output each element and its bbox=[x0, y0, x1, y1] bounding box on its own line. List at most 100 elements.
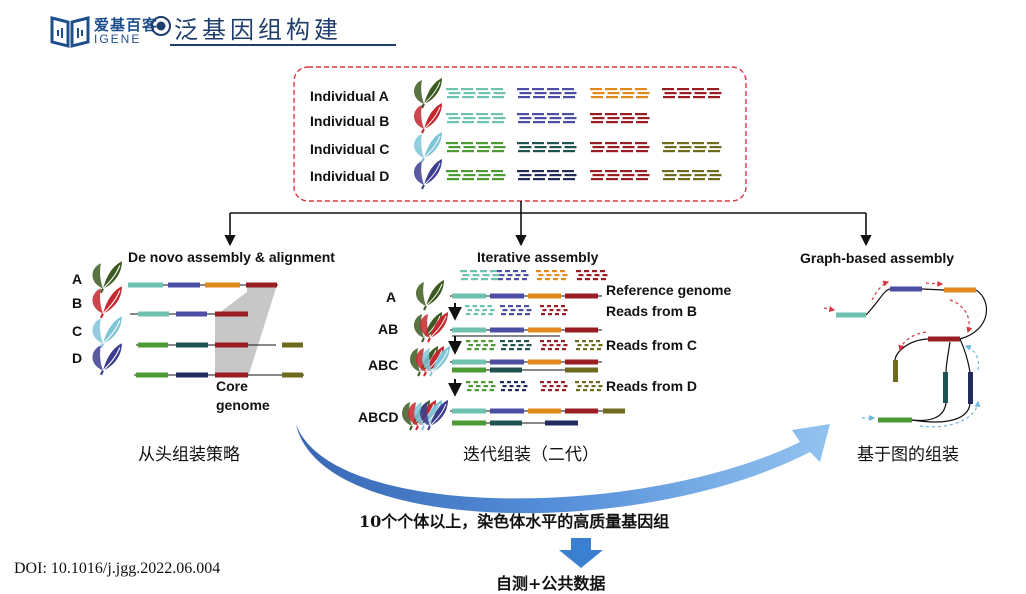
read-dash bbox=[598, 344, 603, 347]
read-dash bbox=[500, 340, 505, 343]
read-dash bbox=[598, 385, 603, 388]
read-dash bbox=[678, 178, 690, 181]
read-dash bbox=[591, 121, 603, 124]
leaf-vein bbox=[102, 347, 121, 371]
denovo-label-d: D bbox=[72, 350, 83, 366]
read-dash bbox=[553, 278, 558, 281]
iterative-segment bbox=[528, 327, 561, 333]
read-dash bbox=[590, 142, 602, 145]
leaf-vein bbox=[102, 265, 121, 289]
read-dash bbox=[461, 142, 473, 145]
read-dash bbox=[477, 96, 489, 99]
leaf-right bbox=[424, 159, 442, 185]
read-dash bbox=[447, 150, 459, 153]
read-dash bbox=[622, 117, 635, 120]
read-dash bbox=[480, 305, 485, 308]
read-dash bbox=[524, 305, 529, 308]
read-dash bbox=[590, 348, 594, 351]
read-dash bbox=[677, 88, 689, 91]
denovo-segment bbox=[176, 311, 207, 317]
read-dash bbox=[541, 389, 545, 392]
read-dash bbox=[589, 340, 593, 343]
read-dash bbox=[488, 313, 493, 316]
read-dash bbox=[481, 381, 486, 384]
read-dash bbox=[446, 142, 458, 145]
iterative-segment bbox=[528, 408, 561, 414]
iterative-title: Iterative assembly bbox=[477, 249, 599, 265]
read-dash bbox=[476, 385, 481, 388]
leaf-vein bbox=[102, 320, 121, 344]
leaf-left bbox=[414, 105, 424, 129]
read-dash bbox=[534, 146, 547, 149]
leaf-vein bbox=[423, 315, 441, 339]
read-dash bbox=[621, 121, 633, 124]
individual-label-b: Individual B bbox=[310, 113, 390, 129]
iterative-label-abc: ABC bbox=[368, 357, 399, 373]
individual-leaf-icon bbox=[414, 78, 442, 109]
denovo-segment bbox=[136, 372, 168, 378]
read-dash bbox=[476, 170, 488, 173]
read-dash bbox=[541, 348, 545, 351]
leaf-stem bbox=[427, 337, 431, 343]
read-dash bbox=[482, 274, 490, 277]
iterative-read-cluster bbox=[540, 340, 568, 351]
leaf-left bbox=[402, 402, 412, 426]
read-dash bbox=[607, 117, 620, 120]
read-dash bbox=[499, 274, 505, 277]
read-dash bbox=[679, 92, 692, 95]
read-dash bbox=[664, 174, 677, 177]
read-dash bbox=[448, 146, 461, 149]
read-dash bbox=[707, 88, 719, 91]
graph-node bbox=[893, 360, 898, 382]
denovo-segment bbox=[138, 342, 168, 348]
read-dash bbox=[591, 178, 603, 181]
read-dash bbox=[507, 274, 513, 277]
read-dash bbox=[513, 270, 518, 273]
read-dash bbox=[620, 142, 632, 145]
read-dash bbox=[502, 344, 508, 347]
read-dash bbox=[540, 340, 544, 343]
read-dash bbox=[462, 96, 474, 99]
leaf-stem bbox=[99, 343, 104, 349]
read-dash bbox=[516, 385, 521, 388]
read-dash bbox=[549, 117, 562, 120]
graph-edge bbox=[911, 403, 971, 423]
read-dash bbox=[635, 170, 647, 173]
core-genome-label-line1: Core bbox=[216, 378, 248, 394]
leaf-right bbox=[424, 312, 442, 338]
read-dash bbox=[473, 381, 478, 384]
read-dash bbox=[506, 278, 511, 281]
read-dash bbox=[552, 270, 557, 273]
iterative-read-cluster bbox=[536, 270, 568, 281]
read-dash bbox=[663, 96, 675, 99]
iterative-read-cluster bbox=[540, 381, 568, 392]
graph-edge bbox=[865, 288, 891, 316]
graph-edge bbox=[921, 288, 945, 291]
read-dash bbox=[708, 178, 720, 181]
read-dash bbox=[493, 174, 506, 177]
read-dash bbox=[519, 146, 532, 149]
read-dash bbox=[621, 96, 633, 99]
read-dash bbox=[620, 170, 632, 173]
individuals-frame bbox=[293, 66, 747, 202]
read-dash bbox=[472, 305, 477, 308]
graph-node bbox=[878, 417, 912, 423]
read-dash bbox=[692, 88, 704, 91]
denovo-label-b: B bbox=[72, 295, 83, 311]
read-dash bbox=[461, 278, 468, 281]
read-dash bbox=[679, 174, 692, 177]
read-dash bbox=[621, 150, 633, 153]
read-dash bbox=[635, 113, 647, 116]
read-dash bbox=[472, 274, 480, 277]
leaf-left bbox=[416, 348, 426, 372]
read-dash bbox=[678, 150, 690, 153]
read-dash bbox=[637, 174, 650, 177]
read-dash bbox=[562, 142, 574, 145]
read-dash bbox=[547, 88, 559, 91]
graph-node bbox=[928, 336, 960, 342]
individual-read-cluster bbox=[662, 88, 722, 99]
annotation-reference-genome: Reference genome bbox=[606, 282, 732, 298]
read-dash bbox=[585, 278, 590, 281]
read-dash bbox=[575, 381, 579, 384]
